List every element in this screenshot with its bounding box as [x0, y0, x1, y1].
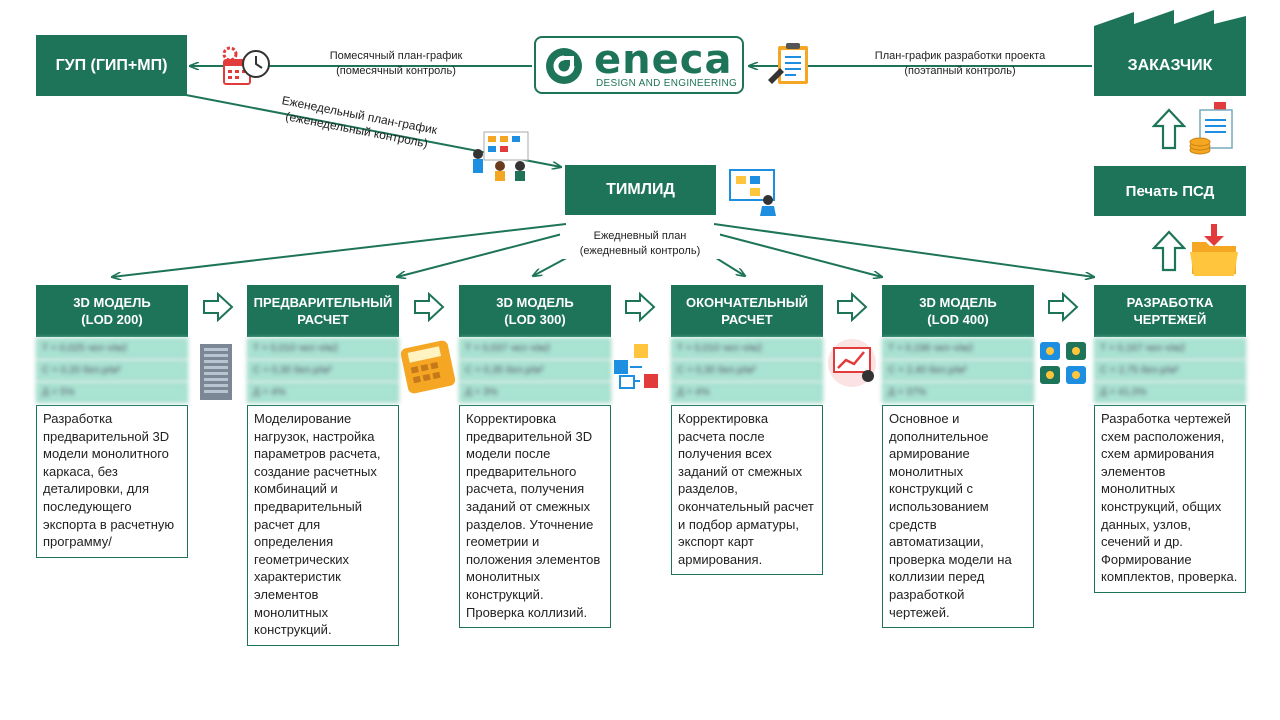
next-step-arrow-icon: [1048, 292, 1079, 322]
stage-description: Основное и дополнительное армирование мо…: [882, 405, 1034, 629]
stage-column-final-calc: ОКОНЧАТЕЛЬНЫЙ РАСЧЕТ Т = 0,010 чел·ч/м2 …: [671, 285, 823, 576]
eneca-logo-icon: [546, 48, 582, 84]
monthly-label-line1: Помесячный план-график: [329, 50, 463, 62]
stage-title-text: 3D МОДЕЛЬ (LOD 300): [496, 295, 574, 327]
next-step-arrow-icon: [625, 292, 656, 322]
arrow-daily-2: [397, 232, 567, 277]
stage-metric: Т = 0,167 чел·ч/м2: [1094, 338, 1246, 359]
next-step-arrow-icon: [837, 292, 868, 322]
stage-metric: Д = 37%: [882, 382, 1034, 403]
print-psd-box: Печать ПСД: [1094, 166, 1246, 216]
stage-column-lod400: 3D МОДЕЛЬ (LOD 400) Т = 0,196 чел·ч/м2 С…: [882, 285, 1034, 629]
folder-download-icon: [1190, 224, 1238, 276]
stage-description: Разработка предварительной 3D модели мон…: [36, 405, 188, 558]
stage-metric: Т = 0,037 чел·ч/м2: [459, 338, 611, 359]
stage-title: ОКОНЧАТЕЛЬНЫЙ РАСЧЕТ: [671, 285, 823, 337]
gup-box: ГУП (ГИП+МП): [36, 35, 187, 96]
stage-metric: С = 0,30 бел.р/м²: [247, 360, 399, 381]
eneca-tagline: DESIGN AND ENGINEERING: [596, 78, 738, 89]
arrow-daily-1: [112, 223, 567, 277]
up-arrow-icon: [1152, 230, 1186, 272]
stage-title: 3D МОДЕЛЬ (LOD 200): [36, 285, 188, 337]
up-arrow-icon: [1152, 108, 1186, 150]
stage-title: 3D МОДЕЛЬ (LOD 300): [459, 285, 611, 337]
stage-metric: С = 2,75 бел.р/м²: [1094, 360, 1246, 381]
project-label-line1: План-график разработки проекта: [874, 50, 1046, 62]
stage-description: Корректировка предварительной 3D модели …: [459, 405, 611, 629]
presenter-icon: [729, 169, 776, 216]
print-psd-label: Печать ПСД: [1125, 182, 1215, 200]
next-step-arrow-icon: [203, 292, 234, 322]
building-icon: [200, 344, 232, 400]
stage-title: РАЗРАБОТКА ЧЕРТЕЖЕЙ: [1094, 285, 1246, 337]
eneca-logo: eneca DESIGN AND ENGINEERING: [534, 36, 744, 94]
eneca-wordmark: eneca: [594, 37, 733, 83]
daily-label-line1: Ежедневный план: [593, 230, 687, 242]
stage-title-text: ПРЕДВАРИТЕЛЬНЫЙ РАСЧЕТ: [253, 295, 393, 327]
calculator-icon: [400, 340, 456, 394]
stage-title: 3D МОДЕЛЬ (LOD 400): [882, 285, 1034, 337]
stage-description: Разработка чертежей схем расположения, с…: [1094, 405, 1246, 593]
monthly-label: Помесячный план-график (помесячный контр…: [296, 49, 496, 79]
monthly-label-line2: (помесячный контроль): [336, 65, 456, 77]
stage-metric: С = 0,35 бел.р/м²: [459, 360, 611, 381]
weekly-label: Еженедельный план-график (еженедельный к…: [257, 89, 459, 157]
stage-metric: С = 0,20 бел.р/м²: [36, 360, 188, 381]
customer-box: ЗАКАЗЧИК: [1094, 35, 1246, 96]
arrow-daily-5: [713, 232, 882, 277]
arrow-daily-6: [713, 223, 1094, 277]
gup-label: ГУП (ГИП+МП): [55, 56, 168, 74]
stage-column-lod300: 3D МОДЕЛЬ (LOD 300) Т = 0,037 чел·ч/м2 С…: [459, 285, 611, 629]
clipboard-icon: [768, 43, 808, 84]
stage-title-text: 3D МОДЕЛЬ (LOD 400): [919, 295, 997, 327]
calendar-clock-icon: [222, 46, 270, 85]
team-meeting-icon: [473, 131, 529, 181]
stage-metric: Д = 4%: [671, 382, 823, 403]
automation-icon: [1040, 342, 1086, 384]
stage-column-drawings: РАЗРАБОТКА ЧЕРТЕЖЕЙ Т = 0,167 чел·ч/м2 С…: [1094, 285, 1246, 593]
project-label-line2: (поэтапный контроль): [904, 65, 1016, 77]
stage-metric: Т = 0,025 чел·ч/м2: [36, 338, 188, 359]
next-step-arrow-icon: [414, 292, 445, 322]
factory-icon: [1094, 10, 1246, 36]
money-doc-icon: [1189, 102, 1233, 155]
project-label: План-график разработки проекта (поэтапны…: [845, 49, 1075, 79]
teamlead-label: ТИМЛИД: [606, 181, 675, 198]
daily-label-line2: (ежедневный контроль): [579, 245, 701, 257]
stage-metric: Д = 41,0%: [1094, 382, 1246, 403]
stage-description: Моделирование нагрузок, настройка параме…: [247, 405, 399, 646]
stage-metric: Т = 0,010 чел·ч/м2: [671, 338, 823, 359]
stage-column-lod200: 3D МОДЕЛЬ (LOD 200) Т = 0,025 чел·ч/м2 С…: [36, 285, 188, 558]
stage-description: Корректировка расчета после получения вс…: [671, 405, 823, 576]
stage-metric: Д = 5%: [36, 382, 188, 403]
stage-title-text: 3D МОДЕЛЬ (LOD 200): [73, 295, 151, 327]
task-list-icon: [614, 344, 658, 389]
stage-metric: С = 2,40 бел.р/м²: [882, 360, 1034, 381]
stage-title: ПРЕДВАРИТЕЛЬНЫЙ РАСЧЕТ: [247, 285, 399, 337]
analytics-icon: [828, 339, 876, 387]
stage-title-text: ОКОНЧАТЕЛЬНЫЙ РАСЧЕТ: [686, 295, 808, 327]
stage-metric: Д = 4%: [247, 382, 399, 403]
teamlead-box: ТИМЛИД: [565, 165, 716, 215]
stage-metric: Д = 3%: [459, 382, 611, 403]
stage-column-preliminary-calc: ПРЕДВАРИТЕЛЬНЫЙ РАСЧЕТ Т = 0,010 чел·ч/м…: [247, 285, 399, 646]
stage-metric: Т = 0,010 чел·ч/м2: [247, 338, 399, 359]
customer-label: ЗАКАЗЧИК: [1127, 56, 1213, 74]
stage-title-text: РАЗРАБОТКА ЧЕРТЕЖЕЙ: [1126, 295, 1214, 327]
stage-metric: С = 0,30 бел.р/м²: [671, 360, 823, 381]
daily-label: Ежедневный план (ежедневный контроль): [560, 229, 720, 259]
stage-metric: Т = 0,196 чел·ч/м2: [882, 338, 1034, 359]
